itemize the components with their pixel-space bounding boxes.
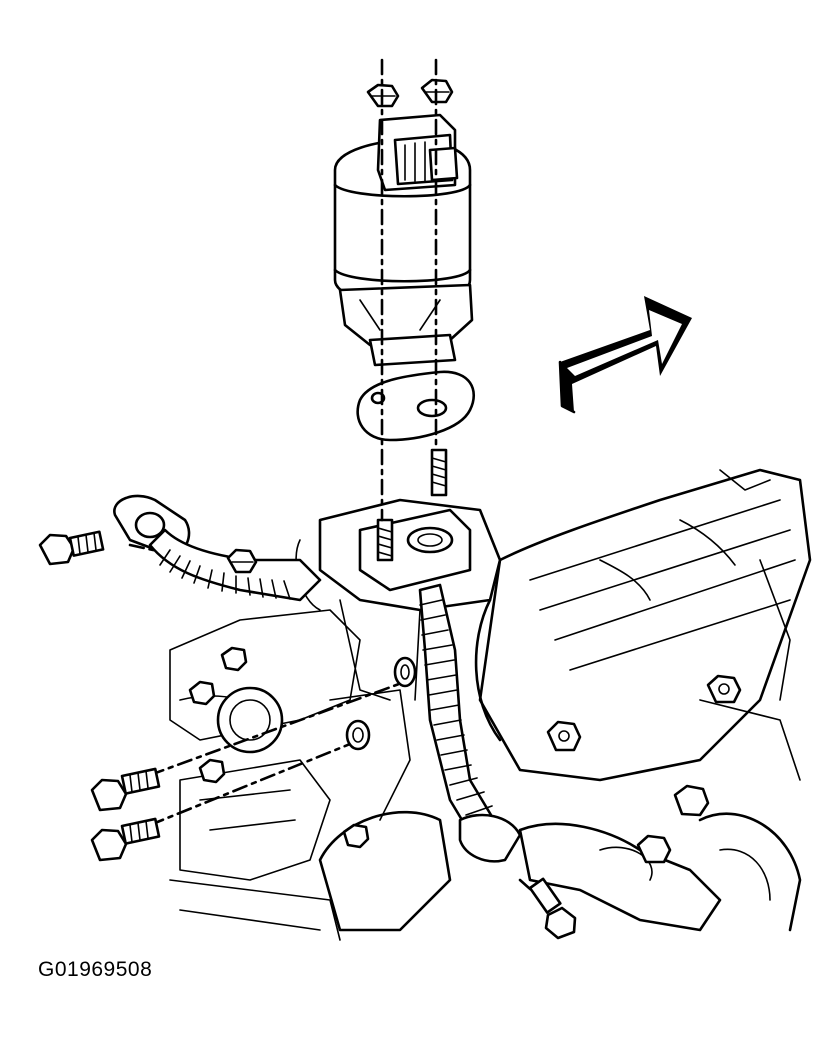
egr-nut-left xyxy=(366,83,400,108)
manifold-bolt-a xyxy=(706,674,742,704)
exhaust-bolt xyxy=(528,877,577,940)
pipe-nut xyxy=(226,548,258,574)
front-of-vehicle-arrow-icon xyxy=(558,296,692,414)
bracket-washer-lower xyxy=(345,719,371,751)
bracket-bolt-upper xyxy=(90,767,161,812)
exhaust-pipe xyxy=(518,812,802,932)
pipe-flange-bolt xyxy=(38,530,105,566)
intake-manifold xyxy=(474,468,812,782)
figure-id-label: G01969508 xyxy=(38,958,153,981)
bracket-washer-upper xyxy=(393,656,417,688)
egr-gasket xyxy=(356,370,476,442)
block-bolt-c xyxy=(342,823,370,849)
manifold-bolt-b xyxy=(546,720,582,752)
manifold-bolt-d xyxy=(673,784,710,817)
block-bolt-b xyxy=(188,680,216,706)
egr-valve-exploded-diagram xyxy=(38,58,812,941)
manifold-bolt-c xyxy=(636,834,672,864)
block-bolt-d xyxy=(198,758,226,784)
egr-valve xyxy=(333,113,474,367)
egr-pipe-vertical xyxy=(418,583,522,863)
egr-mounting-stud-left xyxy=(376,518,394,562)
egr-mounting-stud-right xyxy=(430,448,448,497)
block-bolt-a xyxy=(220,646,248,672)
bracket-bolt-lower xyxy=(90,817,161,862)
